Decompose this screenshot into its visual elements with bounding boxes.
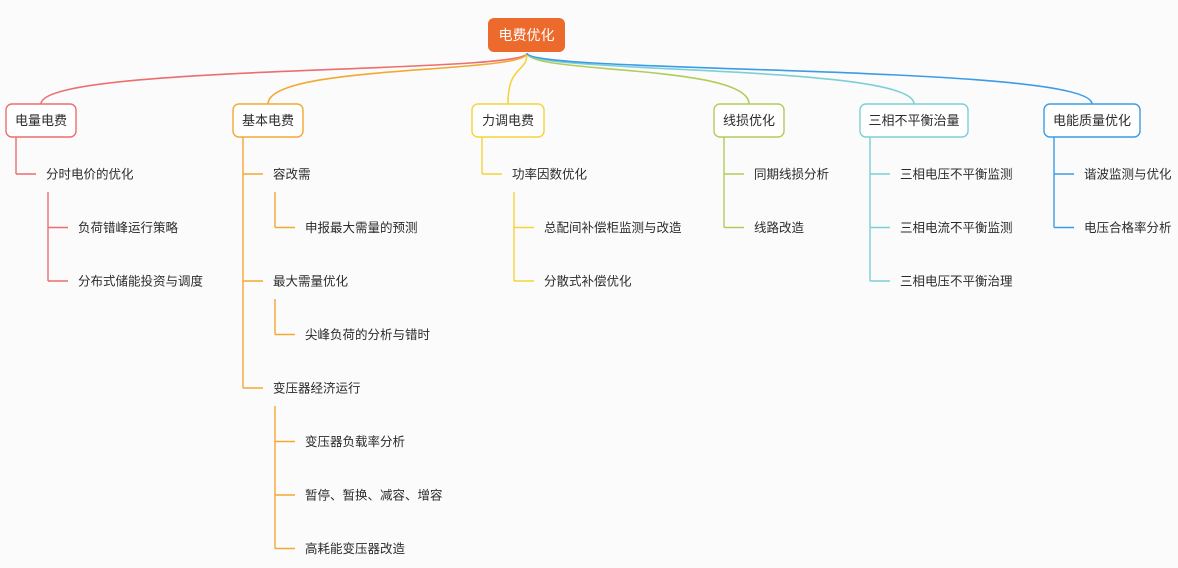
node-b2-child-0[interactable]: 功率因数优化	[512, 167, 588, 182]
node-b1-child-0[interactable]: 容改需	[273, 167, 311, 182]
node-b1-child-1[interactable]: 最大需量优化	[273, 274, 349, 289]
leaf-b2-0-1[interactable]: 分散式补偿优化	[544, 274, 632, 289]
node-b3-child-0[interactable]: 同期线损分析	[754, 167, 829, 182]
leaf-b1-2-2[interactable]: 高耗能变压器改造	[305, 541, 406, 556]
branch-node-b0[interactable]: 电量电费	[5, 103, 77, 138]
branch-node-label: 力调电费	[482, 114, 534, 129]
root-node-box	[488, 18, 565, 52]
branch-node-label: 基本电费	[242, 114, 294, 129]
mindmap-edges	[15, 52, 1093, 550]
node-b5-child-1[interactable]: 电压合格率分析	[1084, 220, 1172, 235]
edge-root-to-b3	[526, 52, 750, 105]
edge-root-to-b5	[526, 52, 1093, 105]
branch-node-b5[interactable]: 电能质量优化	[1043, 103, 1141, 138]
branch-node-box	[471, 103, 545, 138]
edge-root-to-b0	[40, 52, 528, 105]
leaf-b1-0-0[interactable]: 申报最大需量的预测	[305, 220, 418, 235]
node-b4-child-0[interactable]: 三相电压不平衡监测	[900, 167, 1013, 182]
node-b0-child-0[interactable]: 分时电价的优化	[46, 167, 134, 182]
root-node[interactable]: 电费优化	[488, 18, 565, 52]
branch-node-b2[interactable]: 力调电费	[471, 103, 545, 138]
branch-node-b3[interactable]: 线损优化	[713, 103, 785, 138]
leaf-b1-1-0[interactable]: 尖峰负荷的分析与错时	[305, 327, 431, 342]
branch-node-box	[5, 103, 77, 138]
leaf-b0-0-0[interactable]: 负荷错峰运行策略	[78, 220, 179, 235]
node-b4-child-2[interactable]: 三相电压不平衡治理	[900, 274, 1013, 289]
branch-node-box	[1043, 103, 1141, 138]
node-b1-child-2[interactable]: 变压器经济运行	[273, 381, 361, 396]
edge-root-to-b4	[526, 52, 915, 105]
branch-node-label: 电量电费	[15, 114, 67, 129]
branch-node-b4[interactable]: 三相不平衡治量	[859, 103, 969, 138]
branch-node-box	[713, 103, 785, 138]
branch-node-b1[interactable]: 基本电费	[232, 103, 304, 138]
branch-node-label: 线损优化	[723, 114, 775, 129]
edge-root-to-b1	[267, 52, 528, 105]
edge-root-to-b2	[507, 52, 528, 105]
leaf-b2-0-0[interactable]: 总配间补偿柜监测与改造	[544, 220, 682, 235]
branch-node-box	[232, 103, 304, 138]
leaf-b1-2-1[interactable]: 暂停、暂换、减容、增容	[305, 488, 443, 503]
leaf-b0-0-1[interactable]: 分布式储能投资与调度	[78, 274, 204, 289]
branch-node-box	[859, 103, 969, 138]
branch-node-label: 三相不平衡治量	[868, 114, 959, 129]
node-b3-child-1[interactable]: 线路改造	[754, 220, 805, 235]
node-b5-child-0[interactable]: 谐波监测与优化	[1084, 167, 1172, 182]
node-b4-child-1[interactable]: 三相电流不平衡监测	[900, 220, 1013, 235]
leaf-b1-2-0[interactable]: 变压器负载率分析	[305, 434, 405, 449]
root-node-label: 电费优化	[499, 28, 555, 44]
branch-node-label: 电能质量优化	[1053, 114, 1131, 129]
